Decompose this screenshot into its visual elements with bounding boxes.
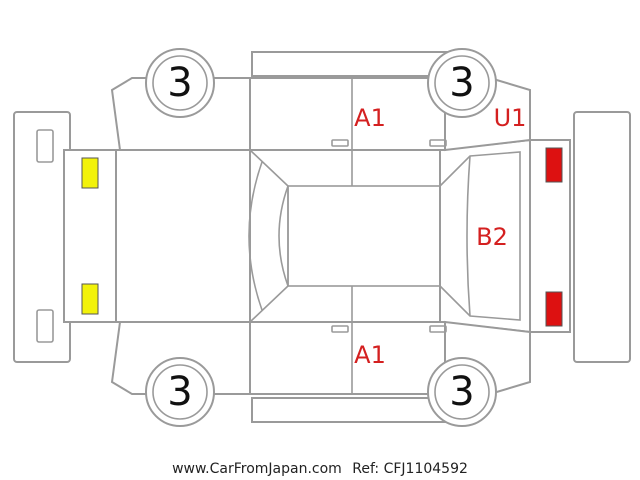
damage-code-rear-window: B2 — [476, 223, 508, 251]
damage-code-lower-side: A1 — [354, 341, 386, 369]
damage-code-rear-corner: U1 — [494, 104, 527, 132]
wheel-front-left: 3 — [145, 48, 215, 118]
front-lamp-lower — [81, 283, 99, 315]
roof — [248, 149, 521, 323]
lower-side-sill — [251, 397, 451, 423]
footer-ref: Ref: CFJ1104592 — [352, 461, 468, 477]
wheel-rear-left: 3 — [427, 48, 497, 118]
rear-bumper — [573, 111, 631, 363]
upper-side-sill — [251, 51, 451, 77]
rear-lamp-lower — [545, 291, 563, 327]
wheel-rear-right: 3 — [427, 357, 497, 427]
footer-site: www.CarFromJapan.com — [172, 461, 342, 477]
wheel-grade-front-left: 3 — [167, 60, 192, 106]
damage-code-upper-side: A1 — [354, 104, 386, 132]
front-bumper — [13, 111, 71, 363]
wheel-grade-front-right: 3 — [167, 369, 192, 415]
wheel-grade-rear-left: 3 — [449, 60, 474, 106]
wheel-front-right: 3 — [145, 357, 215, 427]
footer-watermark: www.CarFromJapan.com Ref: CFJ1104592 — [172, 461, 468, 477]
wheel-grade-rear-right: 3 — [449, 369, 474, 415]
rear-lamp-upper — [545, 147, 563, 183]
front-lamp-upper — [81, 157, 99, 189]
